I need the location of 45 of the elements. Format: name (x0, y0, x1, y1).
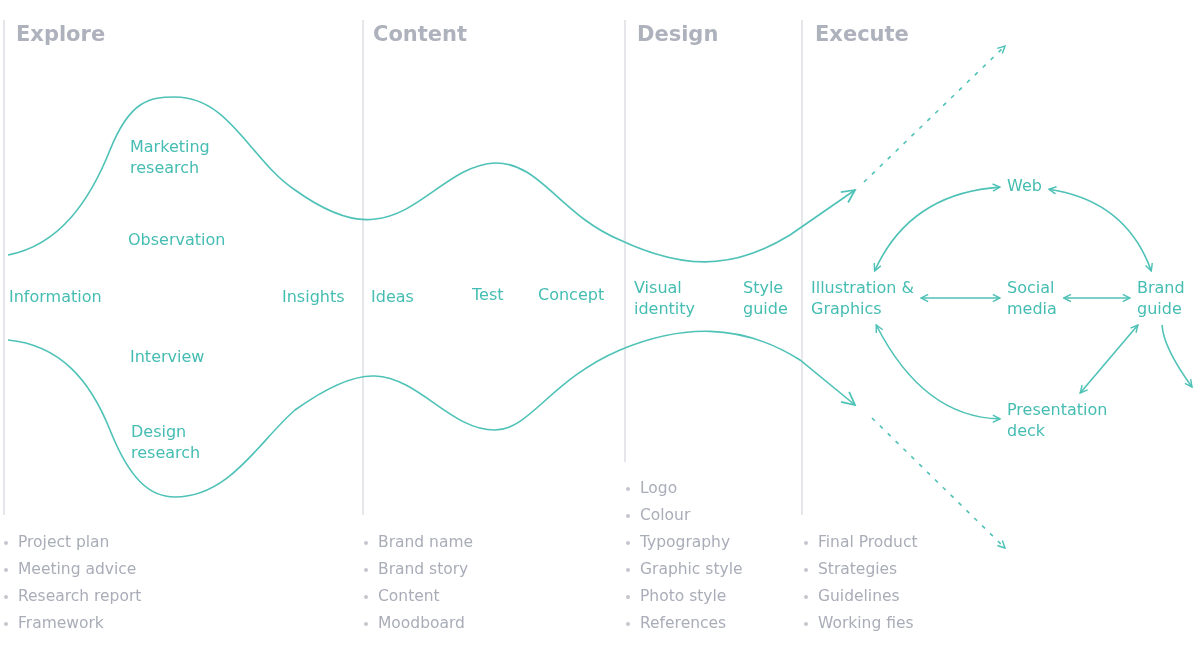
node-label: Social media (1007, 277, 1082, 319)
list-item: Meeting advice (18, 559, 137, 580)
double-arrow (873, 183, 1001, 272)
node-label: Brand guide (1137, 277, 1199, 319)
node-label: Presentation deck (1007, 399, 1132, 441)
list-item: Graphic style (640, 559, 743, 580)
list-item: Brand story (378, 559, 469, 580)
double-arrow (1063, 293, 1131, 303)
list-item: Framework (18, 613, 104, 634)
list-item: Photo style (640, 586, 727, 607)
column-heading: Explore (16, 24, 106, 45)
list-item: Moodboard (378, 613, 465, 634)
list-item: Guidelines (818, 586, 900, 607)
list-item: References (640, 613, 727, 634)
stage-label: Design research (131, 421, 202, 463)
stage-label: Interview (130, 346, 205, 367)
stage-label: Ideas (371, 286, 414, 307)
node-label: Illustration & Graphics (811, 277, 936, 319)
stage-label: Style guide (743, 277, 789, 319)
list-item: Research report (18, 586, 142, 607)
stage-label: Marketing research (130, 136, 211, 178)
column-heading: Content (373, 24, 468, 45)
stage-label: Visual identity (634, 277, 697, 319)
list-item: Content (378, 586, 440, 607)
stage-label: Observation (128, 229, 226, 250)
stage-label: Concept (538, 284, 605, 305)
list-item: Strategies (818, 559, 898, 580)
list-item: Logo (640, 478, 678, 499)
list-item: Colour (640, 505, 691, 526)
list-item: Project plan (18, 532, 110, 553)
list-item: Typography (640, 532, 731, 553)
list-item: Working fies (818, 613, 914, 634)
list-item: Final Product (818, 532, 918, 553)
double-arrow (875, 324, 1001, 423)
double-arrow (1048, 186, 1153, 272)
double-arrow (1079, 324, 1139, 394)
stage-label: Insights (282, 286, 345, 307)
list-item: Brand name (378, 532, 474, 553)
node-label: Web (1007, 175, 1087, 196)
stage-label: Test (472, 284, 504, 305)
arrow (1161, 324, 1193, 388)
column-heading: Design (637, 24, 719, 45)
double-arrow (920, 293, 1001, 303)
stage-label: Information (9, 286, 102, 307)
column-heading: Execute (815, 24, 909, 45)
